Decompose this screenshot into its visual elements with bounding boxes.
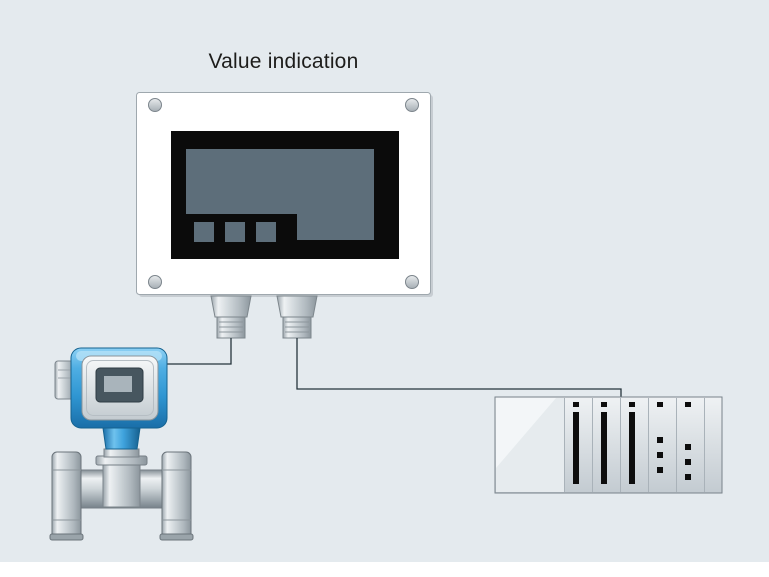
module-slot-bar-3 xyxy=(629,412,635,484)
pipe-flange-right xyxy=(161,451,192,539)
flange-foot-left xyxy=(49,533,84,541)
transmitter-display-value xyxy=(104,376,132,392)
plc-panel-sheen xyxy=(496,398,556,468)
cable-gland-left xyxy=(210,295,252,339)
screw-top-right-icon xyxy=(405,98,419,112)
screw-top-left-icon xyxy=(148,98,162,112)
side-module-lines xyxy=(58,369,71,379)
panel-indicator xyxy=(136,92,433,297)
terminal-dot xyxy=(685,444,691,450)
plc-module-rack xyxy=(494,396,723,494)
meter-body xyxy=(102,464,141,508)
gland-nut xyxy=(210,295,252,318)
terminal-dot xyxy=(657,437,663,443)
module-slot-bar-1 xyxy=(573,412,579,484)
device-button-3 xyxy=(256,222,276,242)
cable-gland-right xyxy=(276,295,318,339)
module-led-5 xyxy=(685,402,691,407)
gland-ribs xyxy=(219,321,243,333)
neck-collar xyxy=(103,448,140,458)
wire-indicator-to-plc xyxy=(296,338,622,397)
lcd-screen xyxy=(186,149,374,240)
terminal-dot xyxy=(685,474,691,480)
flange-ridges-left xyxy=(52,469,81,521)
module-seams xyxy=(564,398,705,492)
module-led-1 xyxy=(573,402,579,407)
module-led-4 xyxy=(657,402,663,407)
module-slot-bar-2 xyxy=(601,412,607,484)
diagram-title: Value indication xyxy=(208,50,359,73)
wire-transmitter-to-indicator xyxy=(167,338,232,365)
terminal-dot xyxy=(657,452,663,458)
gland-nut xyxy=(276,295,318,318)
pipe-flange-left xyxy=(51,451,82,539)
transmitter-neck xyxy=(102,427,141,450)
terminal-dot xyxy=(685,459,691,465)
flange-foot-right xyxy=(159,533,194,541)
device-button-1 xyxy=(194,222,214,242)
screw-bottom-left-icon xyxy=(148,275,162,289)
terminal-dot xyxy=(657,467,663,473)
page-margin-bottom xyxy=(0,562,769,577)
faceplate-ring xyxy=(86,360,154,416)
flow-transmitter xyxy=(49,347,194,541)
gland-ribs xyxy=(285,321,309,333)
screw-bottom-right-icon xyxy=(405,275,419,289)
device-button-2 xyxy=(225,222,245,242)
module-led-2 xyxy=(601,402,607,407)
flange-ridges-right xyxy=(162,469,191,521)
module-terminal-dots-2 xyxy=(685,444,691,480)
module-led-3 xyxy=(629,402,635,407)
module-terminal-dots-1 xyxy=(657,437,663,473)
